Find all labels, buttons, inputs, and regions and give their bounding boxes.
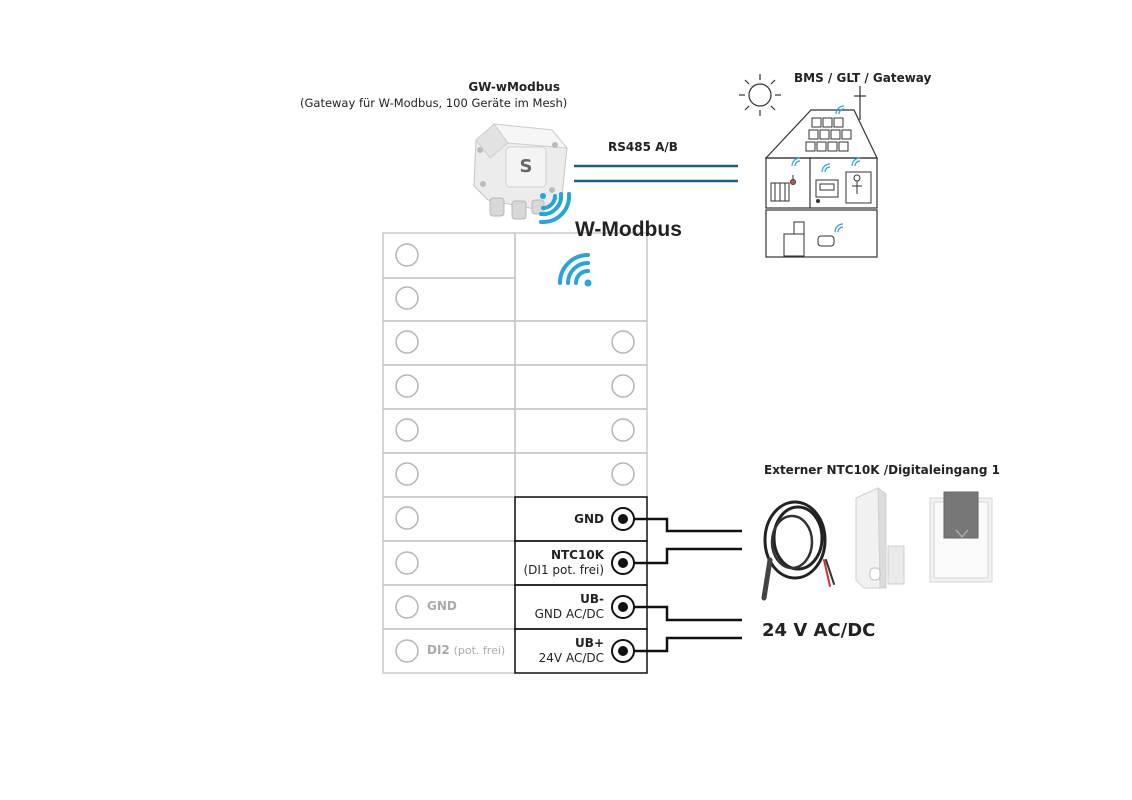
rs485-bus-lines [574,164,738,183]
terminal-ub-minus-label: UB- [580,592,604,606]
rs485-label: RS485 A/B [608,140,678,154]
small-wifi-icons [791,105,861,233]
terminal-ub-plus-sub: 24V AC/DC [538,651,604,665]
wifi-icon [558,253,592,287]
bms-label: BMS / GLT / Gateway [794,71,932,85]
left-terminal-di2-label: DI2 [427,643,450,657]
door-contact-icon [855,486,905,589]
supply-voltage-label: 24 V AC/DC [762,620,876,641]
terminal-ntc10k: NTC10K (DI1 pot. frei) [524,548,605,578]
wmodbus-label: W-Modbus [575,218,682,241]
left-terminal-di2-sub: (pot. frei) [453,644,506,657]
gateway-title: GW-wModbus [468,80,560,94]
svg-text:S: S [520,156,533,177]
keycard-switch-icon [929,491,993,583]
left-terminal-gnd-label: GND [427,599,457,613]
right-screw-terminals [611,330,635,486]
terminal-ub-minus-sub: GND AC/DC [534,607,604,621]
terminal-gnd-label: GND [574,512,604,526]
wiring-lines [634,517,742,653]
terminal-ub-plus-label: UB+ [575,636,604,650]
radio-waves-icon [539,192,572,225]
terminal-ntc10k-label: NTC10K [550,548,604,562]
active-screw-terminals [611,507,635,663]
building-interior-icons [770,171,872,257]
sun-icon [739,74,781,116]
terminal-ub-minus: UB- GND AC/DC [535,592,604,622]
solar-panel-icon [805,117,852,152]
ntc-sensor-cable-icon [761,500,835,601]
terminal-ntc10k-sub: (DI1 pot. frei) [523,563,605,577]
terminal-ub-plus: UB+ 24V AC/DC [539,636,604,666]
building-icon [764,86,878,258]
external-input-label: Externer NTC10K /Digitaleingang 1 [764,463,1000,477]
left-terminal-di2: DI2 (pot. frei) [427,643,505,657]
gateway-device-icon: S [473,123,569,220]
left-screw-terminals [395,243,419,663]
gateway-subtitle: (Gateway für W-Modbus, 100 Geräte im Mes… [300,96,568,110]
